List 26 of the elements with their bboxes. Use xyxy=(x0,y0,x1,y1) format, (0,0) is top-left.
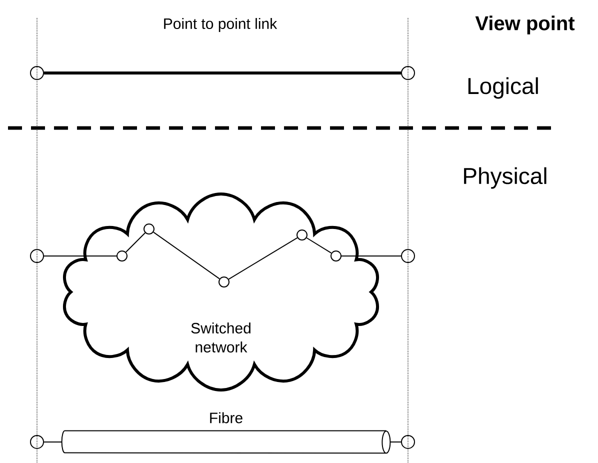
connector-line xyxy=(390,441,402,442)
layer-label: Physical xyxy=(464,167,546,189)
endpoint-circle xyxy=(30,66,44,80)
hop-circle xyxy=(144,224,154,234)
connector-line xyxy=(125,232,146,253)
heading: Point to point link xyxy=(164,18,278,32)
endpoint-circle xyxy=(401,249,415,263)
hop-circle xyxy=(218,276,230,288)
connector-line xyxy=(44,72,401,74)
hop-circle xyxy=(116,250,128,262)
hop-circle xyxy=(296,230,308,240)
endpoint-circle xyxy=(401,434,415,449)
connector-line xyxy=(228,237,298,280)
heading: View point xyxy=(475,16,575,34)
endpoint-circle xyxy=(401,66,415,80)
connector-line xyxy=(306,237,332,254)
cloud: Switched network xyxy=(63,192,379,392)
endpoint-circle xyxy=(30,434,44,449)
connector-line xyxy=(44,255,117,256)
hop-circle xyxy=(330,250,342,262)
connector-line xyxy=(341,255,402,256)
connector-line xyxy=(153,232,220,280)
endpoint-circle xyxy=(30,249,44,263)
layer-label: Logical xyxy=(468,77,538,99)
connector-line xyxy=(44,441,62,442)
fibre-cable: Fibre xyxy=(61,412,391,454)
